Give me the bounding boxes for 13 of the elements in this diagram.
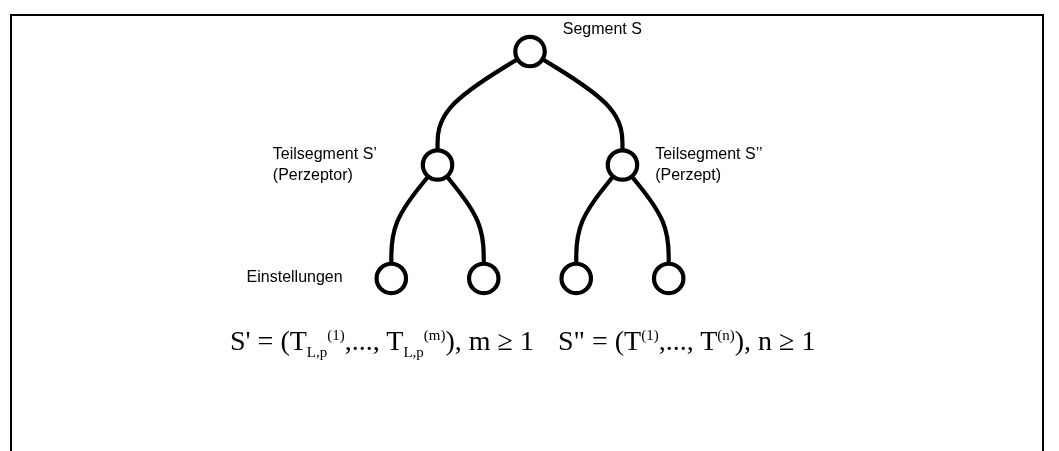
level-label: Einstellungen — [246, 267, 343, 288]
formula: S" = (T$^{(1)}$,..., T$^{(n)}$), n ≥ 1 — [557, 325, 816, 356]
circle-node — [651, 261, 686, 296]
circle-node — [605, 148, 640, 182]
circle-node — [513, 34, 547, 69]
circle-node — [559, 261, 594, 296]
node-caption: Teilsegment S’’ (Perzept) — [655, 144, 763, 186]
tree-line — [445, 175, 486, 264]
circle-node — [420, 148, 455, 182]
node-caption: Segment S — [562, 18, 642, 39]
node-caption: Teilsegment S’ (Perzeptor) — [272, 144, 378, 186]
circle-node — [374, 261, 409, 296]
circle-node — [466, 261, 501, 296]
